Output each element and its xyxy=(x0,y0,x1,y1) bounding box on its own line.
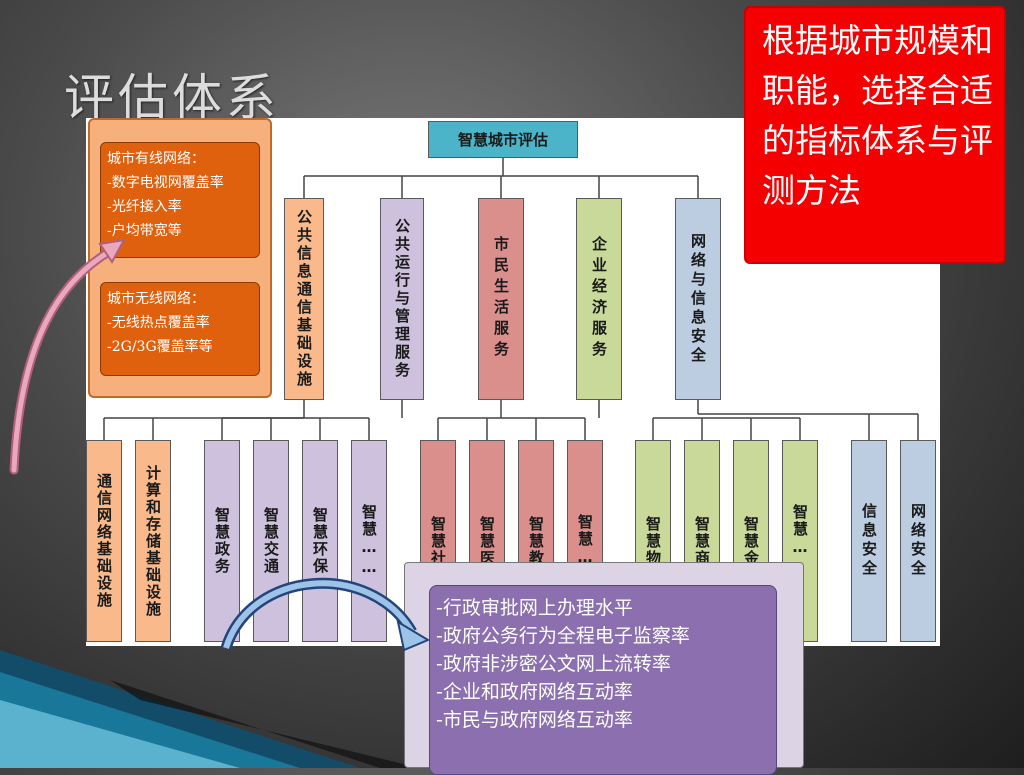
level2-item: 计算和存储基础设施 xyxy=(135,440,171,642)
level1-public-services: 公共运行与管理服务 xyxy=(380,198,424,400)
pink-curved-arrow-icon xyxy=(9,238,126,475)
wired-network-line: -光纤接入率 xyxy=(107,199,182,215)
level2-item: 网络安全 xyxy=(900,440,936,642)
wireless-network-box: 城市无线网络： -无线热点覆盖率 -2G/3G覆盖率等 xyxy=(100,282,260,376)
wireless-network-line: -2G/3G覆盖率等 xyxy=(107,339,213,355)
wired-network-line: -户均带宽等 xyxy=(107,223,182,239)
gov-indicator-line: -行政审批网上办理水平 xyxy=(436,597,633,619)
blue-curved-arrow-icon xyxy=(220,577,431,652)
root-node: 智慧城市评估 xyxy=(428,121,578,158)
level1-infrastructure: 公共信息通信基础设施 xyxy=(284,198,324,400)
level2-item: 智慧环保 xyxy=(302,440,338,642)
wireless-network-line: 城市无线网络： xyxy=(107,291,205,307)
gov-indicator-line: -政府公务行为全程电子监察率 xyxy=(436,625,690,647)
level1-network-security: 网络与信息安全 xyxy=(675,198,721,400)
level2-item: 信息安全 xyxy=(851,440,887,642)
gov-indicator-line: -政府非涉密公文网上流转率 xyxy=(436,653,671,675)
level1-citizen-services: 市民生活服务 xyxy=(478,198,524,400)
wired-network-line: 城市有线网络： xyxy=(107,151,205,167)
level2-item: 智慧政务 xyxy=(204,440,240,642)
level1-business-services: 企业经济服务 xyxy=(576,198,622,400)
network-callout: 城市有线网络： -数字电视网覆盖率 -光纤接入率 -户均带宽等 城市无线网络： … xyxy=(88,118,272,398)
gov-indicators-box: -行政审批网上办理水平 -政府公务行为全程电子监察率 -政府非涉密公文网上流转率… xyxy=(429,585,777,775)
selection-callout: 根据城市规模和职能，选择合适的指标体系与评测方法 xyxy=(744,6,1006,264)
wireless-network-line: -无线热点覆盖率 xyxy=(107,315,210,331)
wired-network-box: 城市有线网络： -数字电视网覆盖率 -光纤接入率 -户均带宽等 xyxy=(100,142,260,258)
gov-indicator-line: -市民与政府网络互动率 xyxy=(436,709,633,731)
connector-lines xyxy=(103,158,919,440)
wired-network-line: -数字电视网覆盖率 xyxy=(107,175,224,191)
gov-indicator-line: -企业和政府网络互动率 xyxy=(436,681,633,703)
level2-item: 通信网络基础设施 xyxy=(86,440,122,642)
slide-title: 评估体系 xyxy=(64,69,280,127)
gov-indicators-callout: -行政审批网上办理水平 -政府公务行为全程电子监察率 -政府非涉密公文网上流转率… xyxy=(404,562,804,775)
level2-item: 智慧…… xyxy=(351,440,387,642)
